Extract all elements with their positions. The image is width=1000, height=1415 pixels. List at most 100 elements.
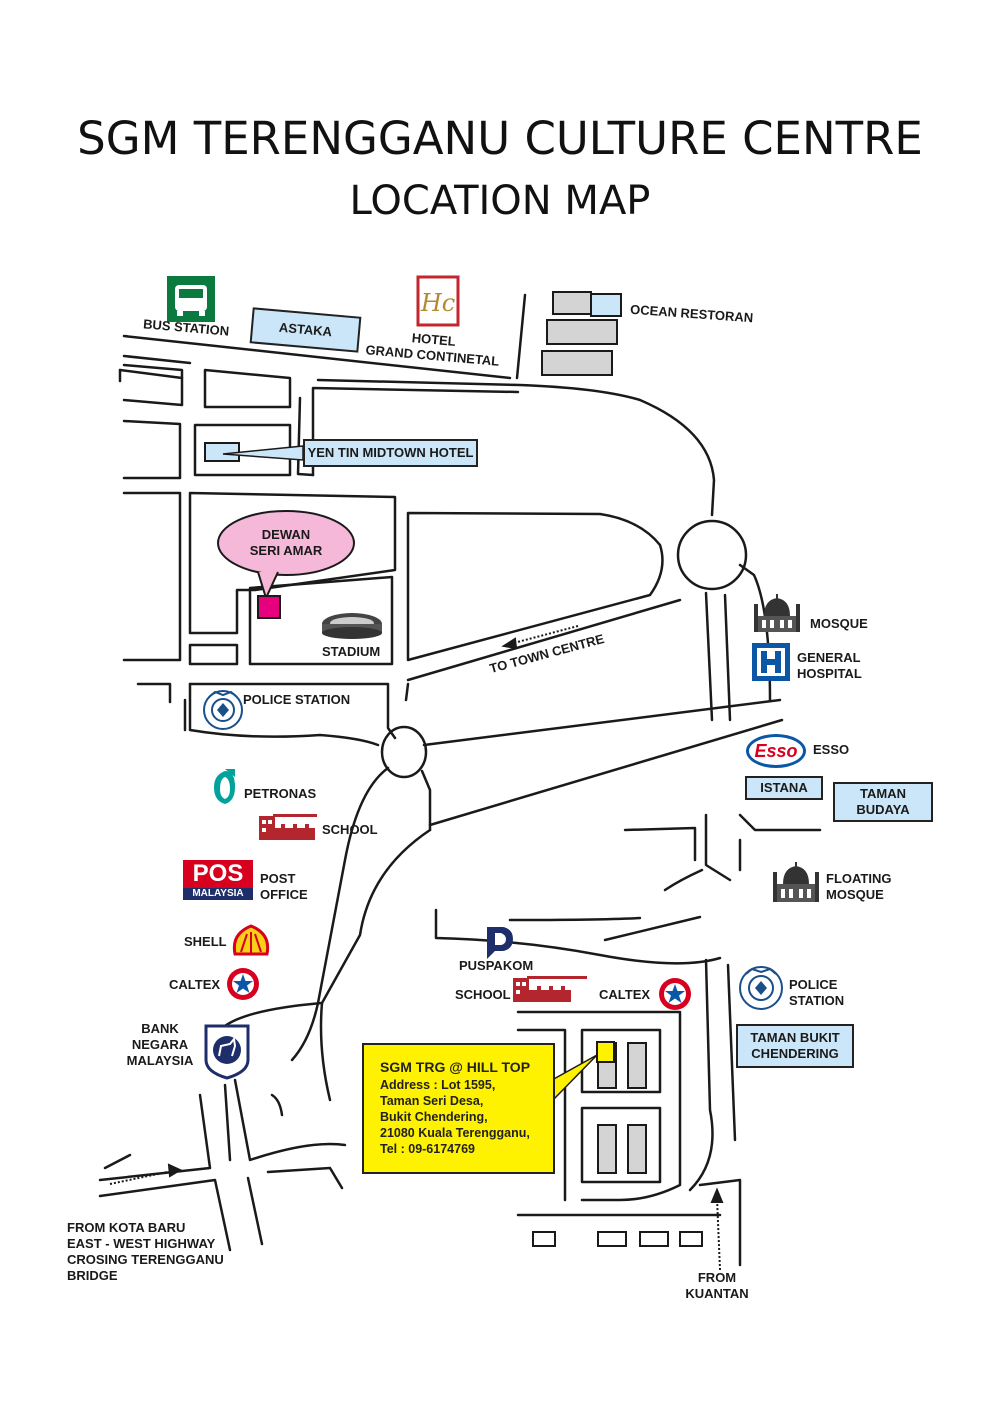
building-block bbox=[546, 319, 618, 345]
caltex-icon bbox=[227, 968, 259, 1000]
police-icon bbox=[739, 966, 783, 1010]
building-block bbox=[679, 1231, 703, 1247]
police-icon bbox=[203, 690, 243, 730]
map-subtitle: LOCATION MAP bbox=[349, 178, 651, 224]
shell-label: SHELL bbox=[184, 934, 227, 949]
sgm-address-box: SGM TRG @ HILL TOP Address : Lot 1595, T… bbox=[362, 1043, 555, 1174]
road-edge bbox=[603, 915, 702, 942]
building-block bbox=[639, 1231, 669, 1247]
road-edge bbox=[98, 1178, 232, 1252]
road-edge bbox=[428, 718, 784, 827]
road-edge bbox=[223, 1083, 232, 1162]
stadium-label: STADIUM bbox=[322, 644, 381, 659]
sgm-location-marker bbox=[596, 1041, 615, 1063]
road-edge bbox=[118, 368, 184, 380]
shell-icon bbox=[232, 924, 270, 956]
bank-negara-label: BANK NEGARA MALAYSIA bbox=[126, 1021, 194, 1068]
road-edge bbox=[623, 826, 697, 862]
road-edge bbox=[515, 293, 527, 380]
from-kota-baru-label: FROM KOTA BARU EAST - WEST HIGHWAY CROSI… bbox=[67, 1220, 224, 1283]
dewan-label: DEWAN SERI AMAR bbox=[249, 527, 323, 558]
hospital-icon bbox=[752, 643, 790, 681]
block-edge bbox=[122, 363, 184, 407]
block-edge bbox=[203, 368, 292, 409]
road-edge bbox=[580, 1106, 662, 1184]
road-edge bbox=[704, 813, 732, 882]
svg-text:Hc: Hc bbox=[420, 289, 455, 317]
road-edge bbox=[122, 354, 192, 365]
roundabout bbox=[380, 725, 428, 779]
road-edge bbox=[422, 698, 782, 747]
police-station-label: POLICE STATION bbox=[243, 692, 351, 707]
petronas-icon bbox=[214, 769, 235, 804]
road-edge bbox=[406, 598, 682, 682]
mosque-label: MOSQUE bbox=[810, 616, 868, 631]
floating-mosque-icon bbox=[773, 862, 819, 902]
road-edge bbox=[704, 591, 714, 722]
block-edge bbox=[122, 491, 182, 662]
building-block bbox=[204, 442, 240, 462]
from-kuantan-arrowhead bbox=[710, 1187, 724, 1203]
sgm-box-address: Address : Lot 1595, Taman Seri Desa, Buk… bbox=[380, 1078, 530, 1156]
taman-budaya-box: TAMAN BUDAYA bbox=[833, 782, 933, 822]
building-block bbox=[627, 1124, 647, 1174]
building-block bbox=[627, 1042, 647, 1089]
road-edge bbox=[103, 1153, 132, 1170]
road-edge bbox=[738, 813, 822, 832]
pos-logo-text: POS bbox=[183, 860, 253, 888]
building-block bbox=[532, 1231, 556, 1247]
from-kota-baru-arrowhead bbox=[167, 1163, 183, 1178]
building-block bbox=[597, 1124, 617, 1174]
road-edge bbox=[580, 1028, 662, 1094]
road-edge bbox=[122, 334, 512, 380]
school-label: SCHOOL bbox=[455, 987, 511, 1002]
road-edge bbox=[726, 963, 737, 1142]
to-town-arrowhead bbox=[501, 637, 518, 650]
road-edge bbox=[188, 682, 380, 747]
esso-logo-icon: Esso bbox=[746, 734, 806, 768]
block-edge bbox=[122, 419, 182, 480]
road-edge bbox=[316, 378, 716, 517]
esso-label: ESSO bbox=[813, 742, 850, 757]
road-edge bbox=[434, 908, 722, 965]
road-edge bbox=[508, 916, 642, 922]
floating-mosque-label: FLOATING MOSQUE bbox=[826, 871, 892, 902]
taman-bukit-box: TAMAN BUKIT CHENDERING bbox=[736, 1024, 854, 1068]
block-edge bbox=[188, 491, 397, 635]
dewan-marker bbox=[257, 595, 281, 619]
school-icon bbox=[259, 814, 317, 840]
road-edge bbox=[516, 1010, 682, 1202]
from-kuantan-label: FROM KUANTAN bbox=[685, 1270, 749, 1301]
road-edge bbox=[296, 396, 315, 477]
roundabout bbox=[676, 519, 748, 591]
building-blocks bbox=[204, 291, 703, 1247]
road-edge bbox=[319, 828, 432, 1102]
caltex-label: CALTEX bbox=[599, 987, 651, 1002]
block-edge bbox=[406, 511, 664, 662]
bank-negara-icon bbox=[204, 1024, 250, 1080]
puspakom-icon bbox=[487, 927, 513, 959]
hotel-grand-logo-icon: Hc bbox=[416, 275, 460, 327]
block-edge bbox=[188, 643, 239, 666]
road-edge bbox=[290, 766, 390, 1062]
caltex-icon bbox=[659, 978, 691, 1010]
mosque-icon bbox=[754, 594, 800, 632]
road-edge bbox=[136, 682, 172, 704]
from-kuantan-arrow-line bbox=[716, 1197, 721, 1271]
sgm-box-heading: SGM TRG @ HILL TOP bbox=[380, 1059, 531, 1075]
road-edge bbox=[404, 682, 410, 702]
road-edge bbox=[98, 1093, 212, 1182]
bus-icon bbox=[167, 276, 215, 322]
direction-arrows bbox=[109, 625, 724, 1271]
road-network bbox=[98, 293, 822, 1267]
road-edge bbox=[266, 1166, 344, 1190]
building-block bbox=[541, 350, 613, 376]
police-station-label: POLICE STATION bbox=[789, 977, 845, 1008]
road-edge bbox=[233, 1078, 347, 1162]
road-edge bbox=[270, 1093, 284, 1117]
school-icon bbox=[513, 976, 587, 1002]
caltex-label: CALTEX bbox=[169, 977, 221, 992]
block-edge bbox=[193, 423, 292, 477]
puspakom-label: PUSPAKOM bbox=[459, 958, 534, 973]
